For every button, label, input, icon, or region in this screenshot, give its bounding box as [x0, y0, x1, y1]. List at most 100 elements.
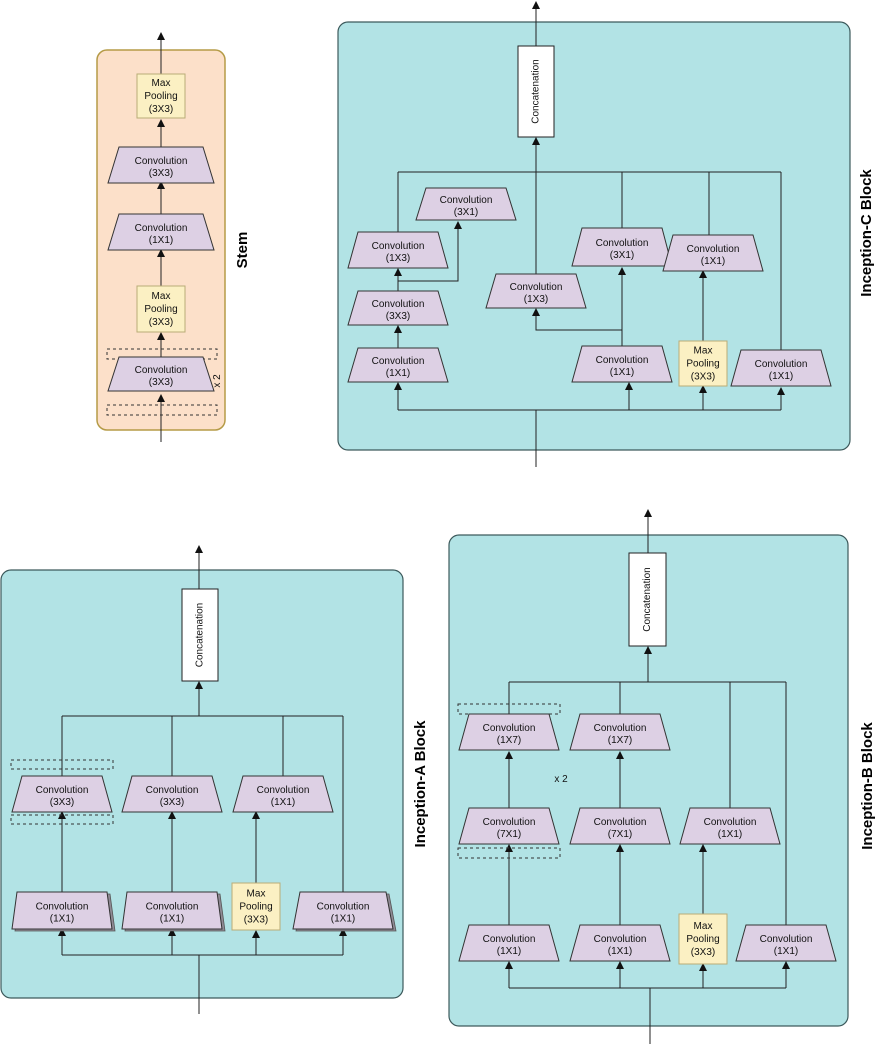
conv-kernel-label: (1X1): [718, 829, 742, 840]
a-conv-1x1-d: Convolution(1X1): [232, 775, 334, 813]
conv-label: Convolution: [135, 156, 188, 167]
conv-label: Convolution: [440, 195, 493, 206]
inception-c-title: Inception-C Block: [858, 169, 875, 297]
b-concatenation: Concatenation: [628, 552, 667, 647]
pool-label-1: Max: [694, 346, 713, 357]
conv-label: Convolution: [372, 241, 425, 252]
conv-kernel-label: (3X1): [454, 207, 478, 218]
pool-kernel-label: (3X3): [691, 947, 715, 958]
a-repeat-bracket-bottom: [10, 814, 114, 825]
conv-label: Convolution: [135, 223, 188, 234]
conv-label: Convolution: [755, 359, 808, 370]
stem-repeat-bracket-bottom: [106, 404, 218, 416]
conv-kernel-label: (1X3): [386, 253, 410, 264]
c-conv-3x1-b: Convolution(3X1): [571, 227, 673, 267]
b-conv-1x1-a: Convolution(1X1): [458, 924, 560, 962]
c-conv-1x1-d: Convolution(1X1): [730, 349, 832, 387]
c-conv-1x3-a: Convolution(1X3): [347, 231, 449, 269]
conv-kernel-label: (1X1): [769, 371, 793, 382]
b-conv-1x7-b: Convolution(1X7): [569, 713, 671, 751]
conv-kernel-label: (1X1): [701, 256, 725, 267]
conv-kernel-label: (1X1): [497, 946, 521, 957]
conv-kernel-label: (1X1): [331, 914, 355, 925]
conv-kernel-label: (3X3): [149, 377, 173, 388]
conv-label: Convolution: [596, 238, 649, 249]
a-conv-1x1-c: Convolution(1X1): [292, 891, 397, 932]
connector-path: [532, 308, 622, 331]
a-conv-3x3-a: Convolution(3X3): [11, 775, 113, 813]
conv-kernel-label: (1X7): [497, 735, 521, 746]
conv-label: Convolution: [594, 817, 647, 828]
c-conv-3x1-a: Convolution(3X1): [415, 187, 517, 221]
stem-title: Stem: [234, 232, 251, 269]
pool-label-2: Pooling: [144, 91, 177, 102]
conv-label: Convolution: [36, 785, 89, 796]
conv-kernel-label: (1X1): [149, 235, 173, 246]
inception-a-title: Inception-A Block: [412, 720, 429, 848]
c-conv-1x1-a: Convolution(1X1): [347, 347, 449, 383]
inception-b-repeat-label: x 2: [554, 774, 568, 785]
a-concatenation: Concatenation: [181, 588, 219, 682]
concat-label: Concatenation: [531, 59, 542, 124]
c-conv-3x3: Convolution(3X3): [347, 290, 449, 326]
c-conv-1x3-b: Convolution(1X3): [485, 273, 587, 309]
conv-kernel-label: (3X3): [149, 168, 173, 179]
pool-kernel-label: (3X3): [149, 104, 173, 115]
pool-label-2: Pooling: [239, 902, 272, 913]
conv-label: Convolution: [483, 934, 536, 945]
conv-label: Convolution: [135, 365, 188, 376]
conv-kernel-label: (1X3): [524, 294, 548, 305]
conv-label: Convolution: [146, 785, 199, 796]
stem-conv-3x3-a: Convolution(3X3): [107, 356, 215, 392]
conv-label: Convolution: [760, 934, 813, 945]
conv-kernel-label: (1X1): [50, 914, 74, 925]
conv-label: Convolution: [372, 356, 425, 367]
connector-path: [398, 221, 462, 282]
conv-kernel-label: (1X1): [610, 367, 634, 378]
pool-kernel-label: (3X3): [244, 915, 268, 926]
b-repeat-bracket-bottom: [457, 847, 561, 859]
pool-label-1: Max: [152, 291, 171, 302]
a-conv-1x1-b: Convolution(1X1): [121, 891, 226, 932]
pool-label-1: Max: [152, 78, 171, 89]
b-conv-7x1-a: Convolution(7X1): [458, 807, 560, 845]
a-repeat-bracket-top: [10, 759, 114, 770]
conv-label: Convolution: [36, 902, 89, 913]
conv-label: Convolution: [146, 902, 199, 913]
conv-kernel-label: (1X1): [160, 914, 184, 925]
conv-kernel-label: (3X3): [50, 797, 74, 808]
pool-kernel-label: (3X3): [149, 317, 173, 328]
a-conv-3x3-b: Convolution(3X3): [121, 775, 223, 813]
conv-label: Convolution: [596, 355, 649, 366]
conv-label: Convolution: [594, 723, 647, 734]
c-concatenation: Concatenation: [517, 45, 555, 138]
b-conv-1x1-b: Convolution(1X1): [569, 924, 671, 962]
conv-kernel-label: (3X3): [160, 797, 184, 808]
pool-label-1: Max: [694, 921, 713, 932]
pool-label-2: Pooling: [686, 934, 719, 945]
pool-kernel-label: (3X3): [691, 372, 715, 383]
conv-kernel-label: (1X1): [271, 797, 295, 808]
conv-kernel-label: (7X1): [608, 829, 632, 840]
conv-kernel-label: (1X1): [608, 946, 632, 957]
conv-kernel-label: (1X1): [386, 368, 410, 379]
stem-conv-3x3-b: Convolution(3X3): [107, 146, 215, 184]
conv-label: Convolution: [257, 785, 310, 796]
conv-kernel-label: (1X1): [774, 946, 798, 957]
conv-label: Convolution: [594, 934, 647, 945]
conv-label: Convolution: [317, 902, 370, 913]
b-conv-1x1-d: Convolution(1X1): [679, 807, 781, 845]
conv-label: Convolution: [483, 723, 536, 734]
pool-label-2: Pooling: [686, 359, 719, 370]
b-conv-1x1-c: Convolution(1X1): [735, 924, 837, 962]
concat-label: Concatenation: [642, 567, 653, 632]
a-conv-1x1-a: Convolution(1X1): [11, 891, 116, 932]
concat-label: Concatenation: [195, 603, 206, 668]
conv-label: Convolution: [483, 817, 536, 828]
c-conv-1x1-b: Convolution(1X1): [571, 345, 673, 383]
